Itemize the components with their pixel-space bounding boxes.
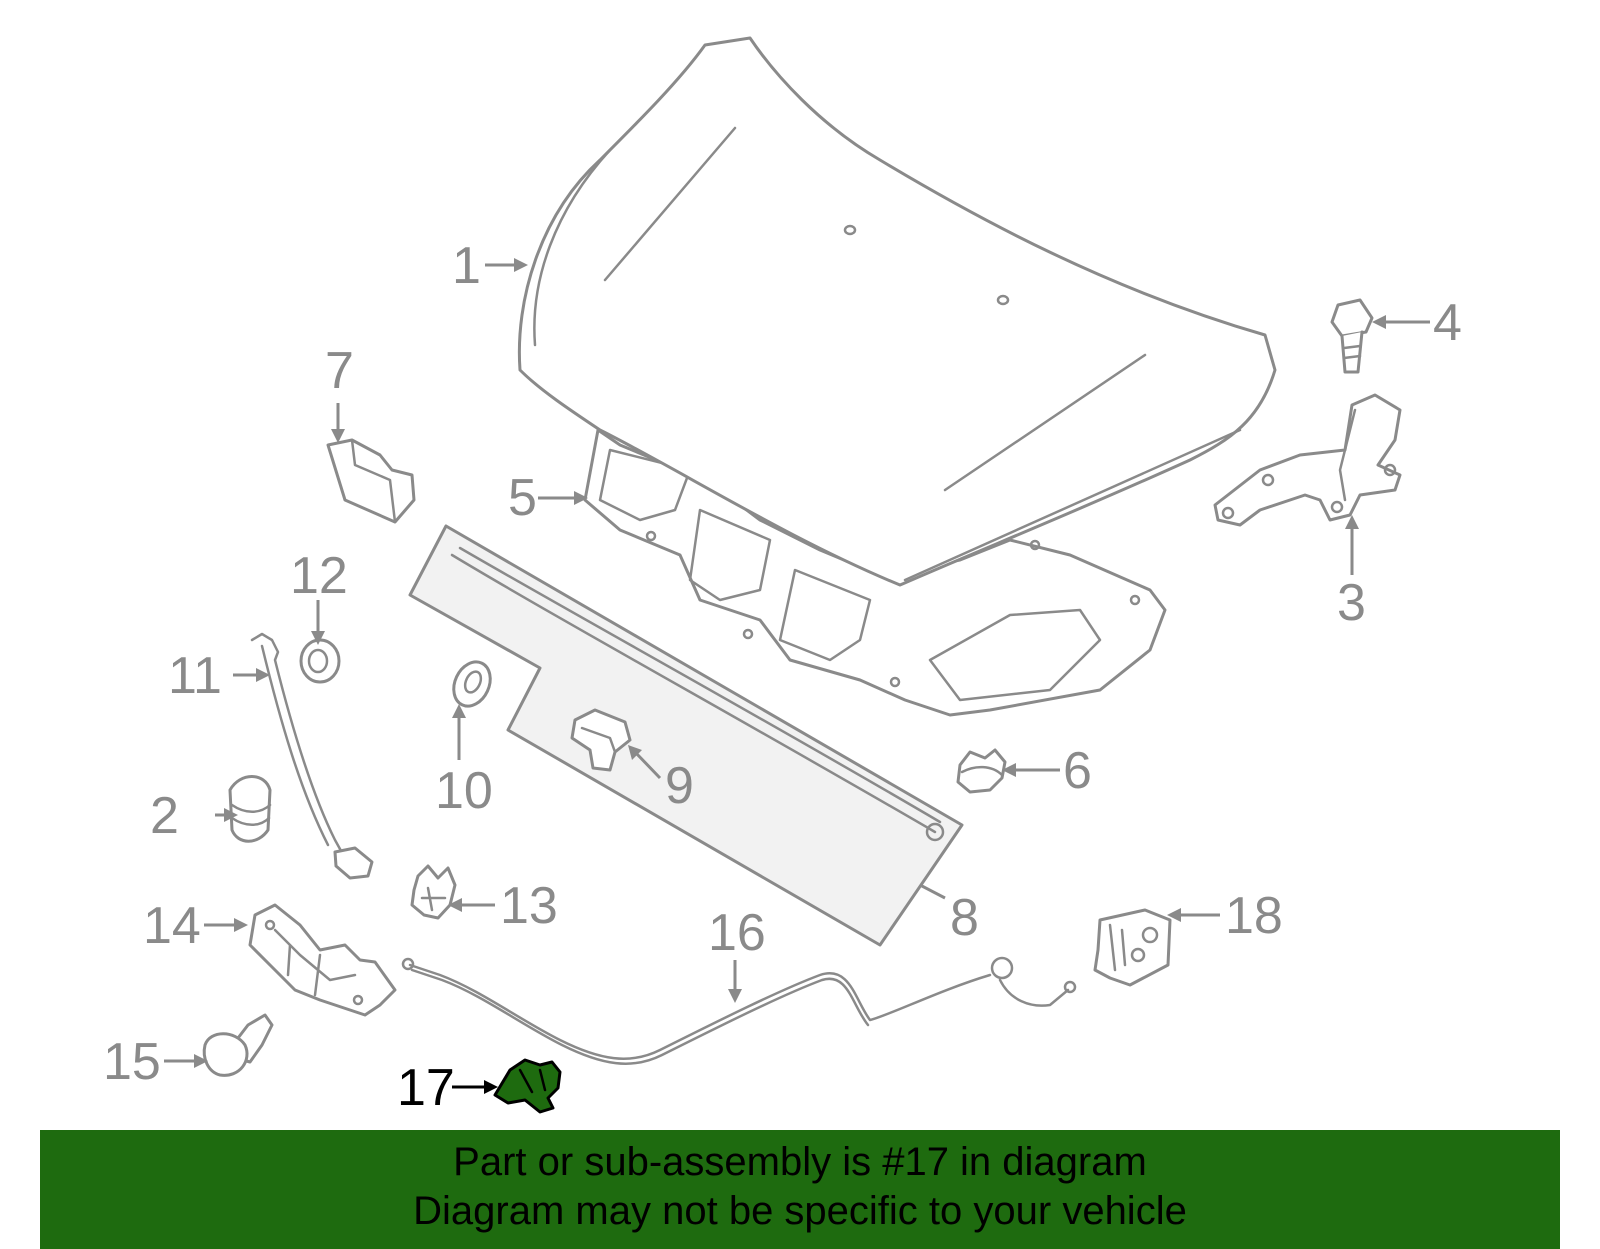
part-10-grommet	[452, 660, 492, 708]
callout-17: 17	[397, 1059, 455, 1117]
callout-7: 7	[325, 342, 354, 400]
part-1-hood	[517, 36, 1277, 587]
callout-9: 9	[665, 757, 694, 815]
info-banner: Part or sub-assembly is #17 in diagram D…	[40, 1130, 1560, 1249]
part-16-release-cable	[401, 956, 1077, 1065]
part-6-clip	[956, 748, 1007, 794]
callout-11: 11	[168, 647, 222, 705]
part-13-clip	[410, 864, 457, 920]
banner-line-part: Part or sub-assembly is #17 in diagram	[453, 1140, 1147, 1184]
callout-3: 3	[1337, 574, 1366, 632]
callout-13: 13	[500, 877, 558, 935]
part-9-clip	[570, 708, 632, 772]
callout-4: 4	[1433, 294, 1462, 352]
callout-14: 14	[143, 897, 201, 955]
callout-15: 15	[103, 1033, 161, 1091]
part-8-hood-seal	[408, 524, 964, 947]
banner-line-disclaimer: Diagram may not be specific to your vehi…	[413, 1189, 1187, 1233]
callout-arrowheads	[194, 258, 1386, 1094]
callout-1: 1	[452, 237, 481, 295]
part-4-bolt	[1330, 298, 1374, 374]
callout-16: 16	[708, 904, 766, 962]
callout-labels: 1 2 3 4 5 6 7 8 9 10 11 12 13 14 15 16 1…	[103, 237, 1462, 1117]
part-15-bolt	[202, 1013, 274, 1077]
parts-diagram: 1 2 3 4 5 6 7 8 9 10 11 12 13 14 15 16 1…	[103, 36, 1462, 1117]
callout-2: 2	[150, 787, 179, 845]
part-12-nut	[299, 638, 341, 684]
part-2-bumper	[228, 775, 272, 843]
callout-12: 12	[290, 547, 348, 605]
callout-6: 6	[1063, 742, 1092, 800]
part-7-bracket	[326, 438, 416, 524]
part-17-highlighted-clip	[493, 1058, 562, 1114]
callout-8: 8	[950, 889, 979, 947]
part-3-hinge	[1213, 393, 1402, 527]
part-18-latch-assembly	[1093, 908, 1172, 987]
callout-10: 10	[435, 762, 493, 820]
part-11-prop-rod	[250, 632, 374, 880]
callout-5: 5	[508, 469, 537, 527]
part-14-latch	[248, 903, 397, 1017]
callout-18: 18	[1225, 887, 1283, 945]
